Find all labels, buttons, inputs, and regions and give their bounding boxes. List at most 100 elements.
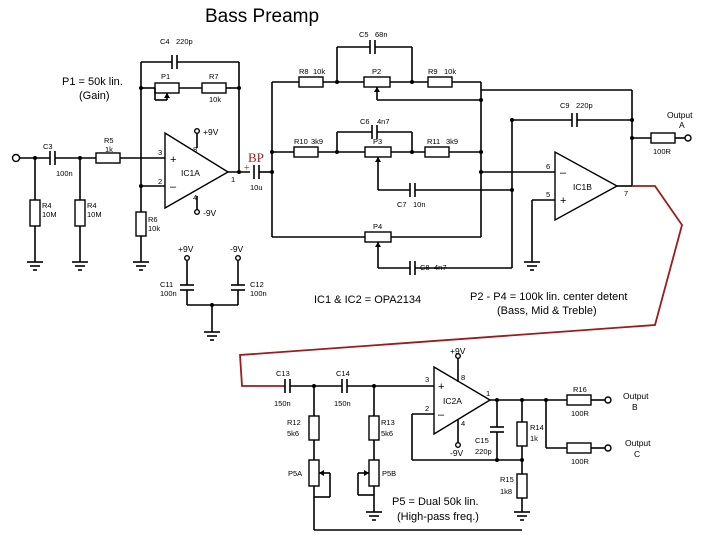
r8-name: R8 [299, 67, 309, 76]
c6-name: C6 [360, 117, 370, 126]
note-p2p4: P2 - P4 = 100k lin. center detent [470, 291, 627, 303]
r14-name: R14 [530, 423, 544, 432]
resistor-r4-left: R4 10M [29, 199, 57, 227]
svg-text:3: 3 [425, 375, 429, 384]
c8-name: C8 [420, 263, 430, 272]
r7-name: R7 [209, 72, 219, 81]
svg-text:8: 8 [193, 145, 197, 154]
svg-text:1: 1 [486, 389, 490, 398]
r14-value: 1k [530, 434, 538, 443]
r4b-name: R4 [87, 201, 97, 210]
output-a-jack [684, 134, 692, 142]
r9-value: 10k [444, 67, 456, 76]
ic2a-label: IC2A [443, 396, 462, 406]
note-p2p4-sub: (Bass, Mid & Treble) [497, 305, 597, 317]
svg-text:7: 7 [624, 189, 628, 198]
r4b-value: 10M [87, 210, 102, 219]
resistor-r14: R14 1k [516, 421, 544, 447]
note-ic: IC1 & IC2 = OPA2134 [314, 294, 421, 306]
r15-value: 1k8 [500, 487, 512, 496]
c11-supply: +9V [178, 244, 194, 254]
r17-value: 100R [571, 457, 590, 466]
r10-name: R10 [294, 137, 308, 146]
resistor-r6: R6 10k [135, 211, 160, 237]
c13-name: C13 [276, 369, 290, 378]
c4-value: 220p [176, 37, 193, 46]
note-p1: P1 = 50k lin. [62, 76, 123, 88]
output-b-letter: B [632, 402, 638, 412]
svg-text:–: – [560, 167, 567, 179]
r9-name: R9 [428, 67, 438, 76]
capacitor-c15: C15 220p [475, 426, 504, 456]
resistor-r12: R12 5k6 [287, 415, 320, 441]
resistor-r4-right: R4 10M [74, 199, 102, 227]
supply-decoupling: +9V C11 100n -9V C12 100n [160, 244, 267, 341]
r7-value: 10k [209, 95, 221, 104]
r13-value: 5k6 [381, 429, 393, 438]
svg-text:–: – [438, 409, 445, 421]
c3-name: C3 [43, 142, 53, 151]
output-c-label: Output [625, 438, 651, 448]
c13-value: 150n [274, 399, 291, 408]
c5-name: C5 [359, 30, 369, 39]
potentiometer-p3: P3 [364, 137, 392, 172]
svg-text:+: + [170, 154, 176, 166]
resistor-r13: R13 5k6 [368, 415, 395, 441]
output-c-letter: C [634, 449, 640, 459]
capacitor-c7: C7 10n [397, 183, 426, 209]
p4-name: P4 [373, 222, 382, 231]
c11-name: C11 [160, 280, 173, 289]
opamp-ic2a [433, 365, 492, 436]
page-title: Bass Preamp [205, 6, 319, 27]
ic1a-stage: + – IC1A 3 2 1 8 4 +9V -9V R6 10k [62, 37, 250, 271]
capacitor-c14: C14 150n [334, 369, 351, 408]
c9-value: 220p [576, 101, 593, 110]
resistor-r7: R7 10k [201, 72, 227, 104]
resistor-r16: R16 100R [566, 385, 592, 418]
capacitor-c4: C4 220p [160, 37, 193, 69]
opamp-ic1b [554, 150, 619, 222]
svg-text:8: 8 [461, 373, 465, 382]
c11-value: 100n [160, 289, 177, 298]
resistor-r10: R10 3k9 [293, 137, 323, 158]
r16-value: 100R [571, 409, 590, 418]
capacitor-c6: C6 4n7 [360, 117, 390, 139]
output-a-label: Output [667, 110, 693, 120]
r4a-value: 10M [42, 210, 57, 219]
resistor-r11: R11 3k9 [424, 137, 458, 158]
svg-text:4: 4 [461, 419, 465, 428]
bp-label: BP [248, 150, 264, 165]
r11-name: R11 [427, 137, 440, 146]
svg-text:+: + [244, 163, 250, 174]
svg-text:5: 5 [546, 190, 550, 199]
svg-text:+: + [560, 195, 566, 207]
p5b-name: P5B [382, 469, 396, 478]
c9-name: C9 [560, 101, 570, 110]
note-p5-sub: (High-pass freq.) [397, 511, 479, 523]
r10-value: 3k9 [311, 137, 323, 146]
input-section: C3 100n R5 1k R4 10M R4 10M [11, 136, 165, 271]
note-p5: P5 = Dual 50k lin. [392, 496, 479, 508]
bp-coupling: BP + 10u [244, 150, 272, 192]
potentiometer-p5b: P5B [357, 459, 396, 496]
opamp-ic1a [164, 131, 230, 210]
svg-text:1: 1 [231, 175, 235, 184]
r15-name: R15 [500, 475, 514, 484]
r6-name: R6 [148, 215, 158, 224]
p3-name: P3 [373, 137, 382, 146]
tone-stack: R8 10k P2 R9 10k C5 68n [270, 30, 555, 275]
capacitor-c5: C5 68n [359, 30, 388, 54]
p5a-name: P5A [288, 469, 302, 478]
svg-text:3: 3 [158, 148, 162, 157]
c4-name: C4 [160, 37, 170, 46]
output-c-jack [604, 444, 612, 452]
ic1a-vpos: +9V [203, 127, 219, 137]
r8-value: 10k [313, 67, 325, 76]
c8-value: 4n7 [434, 263, 447, 272]
ic2a-vneg: -9V [450, 448, 464, 458]
c12-name: C12 [250, 280, 264, 289]
c14-name: C14 [336, 369, 350, 378]
potentiometer-p5a: P5A [288, 459, 331, 498]
r6-value: 10k [148, 224, 160, 233]
